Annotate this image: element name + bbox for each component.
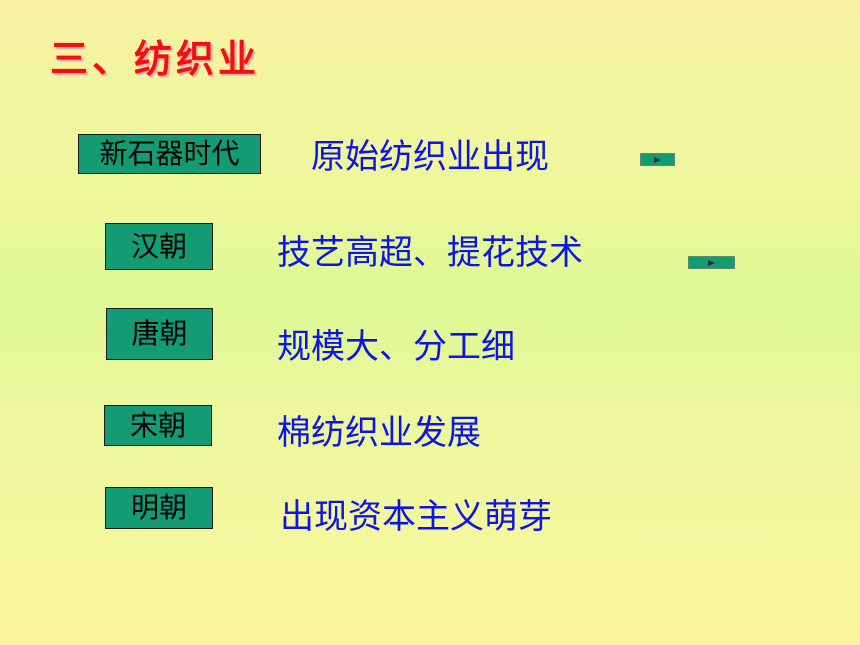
era-box-neolithic: 新石器时代: [78, 134, 261, 174]
event-text-ming: 出现资本主义萌芽: [280, 497, 552, 537]
slide-title: 三、纺织业: [50, 37, 261, 81]
play-icon: [654, 156, 661, 163]
era-box-tang: 唐朝: [106, 308, 213, 360]
era-box-ming: 明朝: [105, 487, 213, 529]
era-label: 宋朝: [129, 408, 186, 442]
event-text-neolithic: 原始纺织业出现: [311, 137, 549, 177]
play-icon: [708, 259, 715, 266]
play-button-neolithic[interactable]: [640, 153, 675, 166]
era-box-song: 宋朝: [104, 405, 212, 446]
era-label: 明朝: [130, 491, 187, 524]
era-label: 新石器时代: [99, 137, 240, 170]
era-label: 唐朝: [131, 317, 188, 350]
era-box-han: 汉朝: [105, 223, 213, 270]
era-label: 汉朝: [130, 229, 187, 263]
play-button-han[interactable]: [688, 256, 735, 269]
event-text-tang: 规模大、分工细: [277, 327, 515, 367]
event-text-song: 棉纺织业发展: [277, 413, 481, 453]
event-text-han: 技艺高超、提花技术: [277, 233, 583, 273]
